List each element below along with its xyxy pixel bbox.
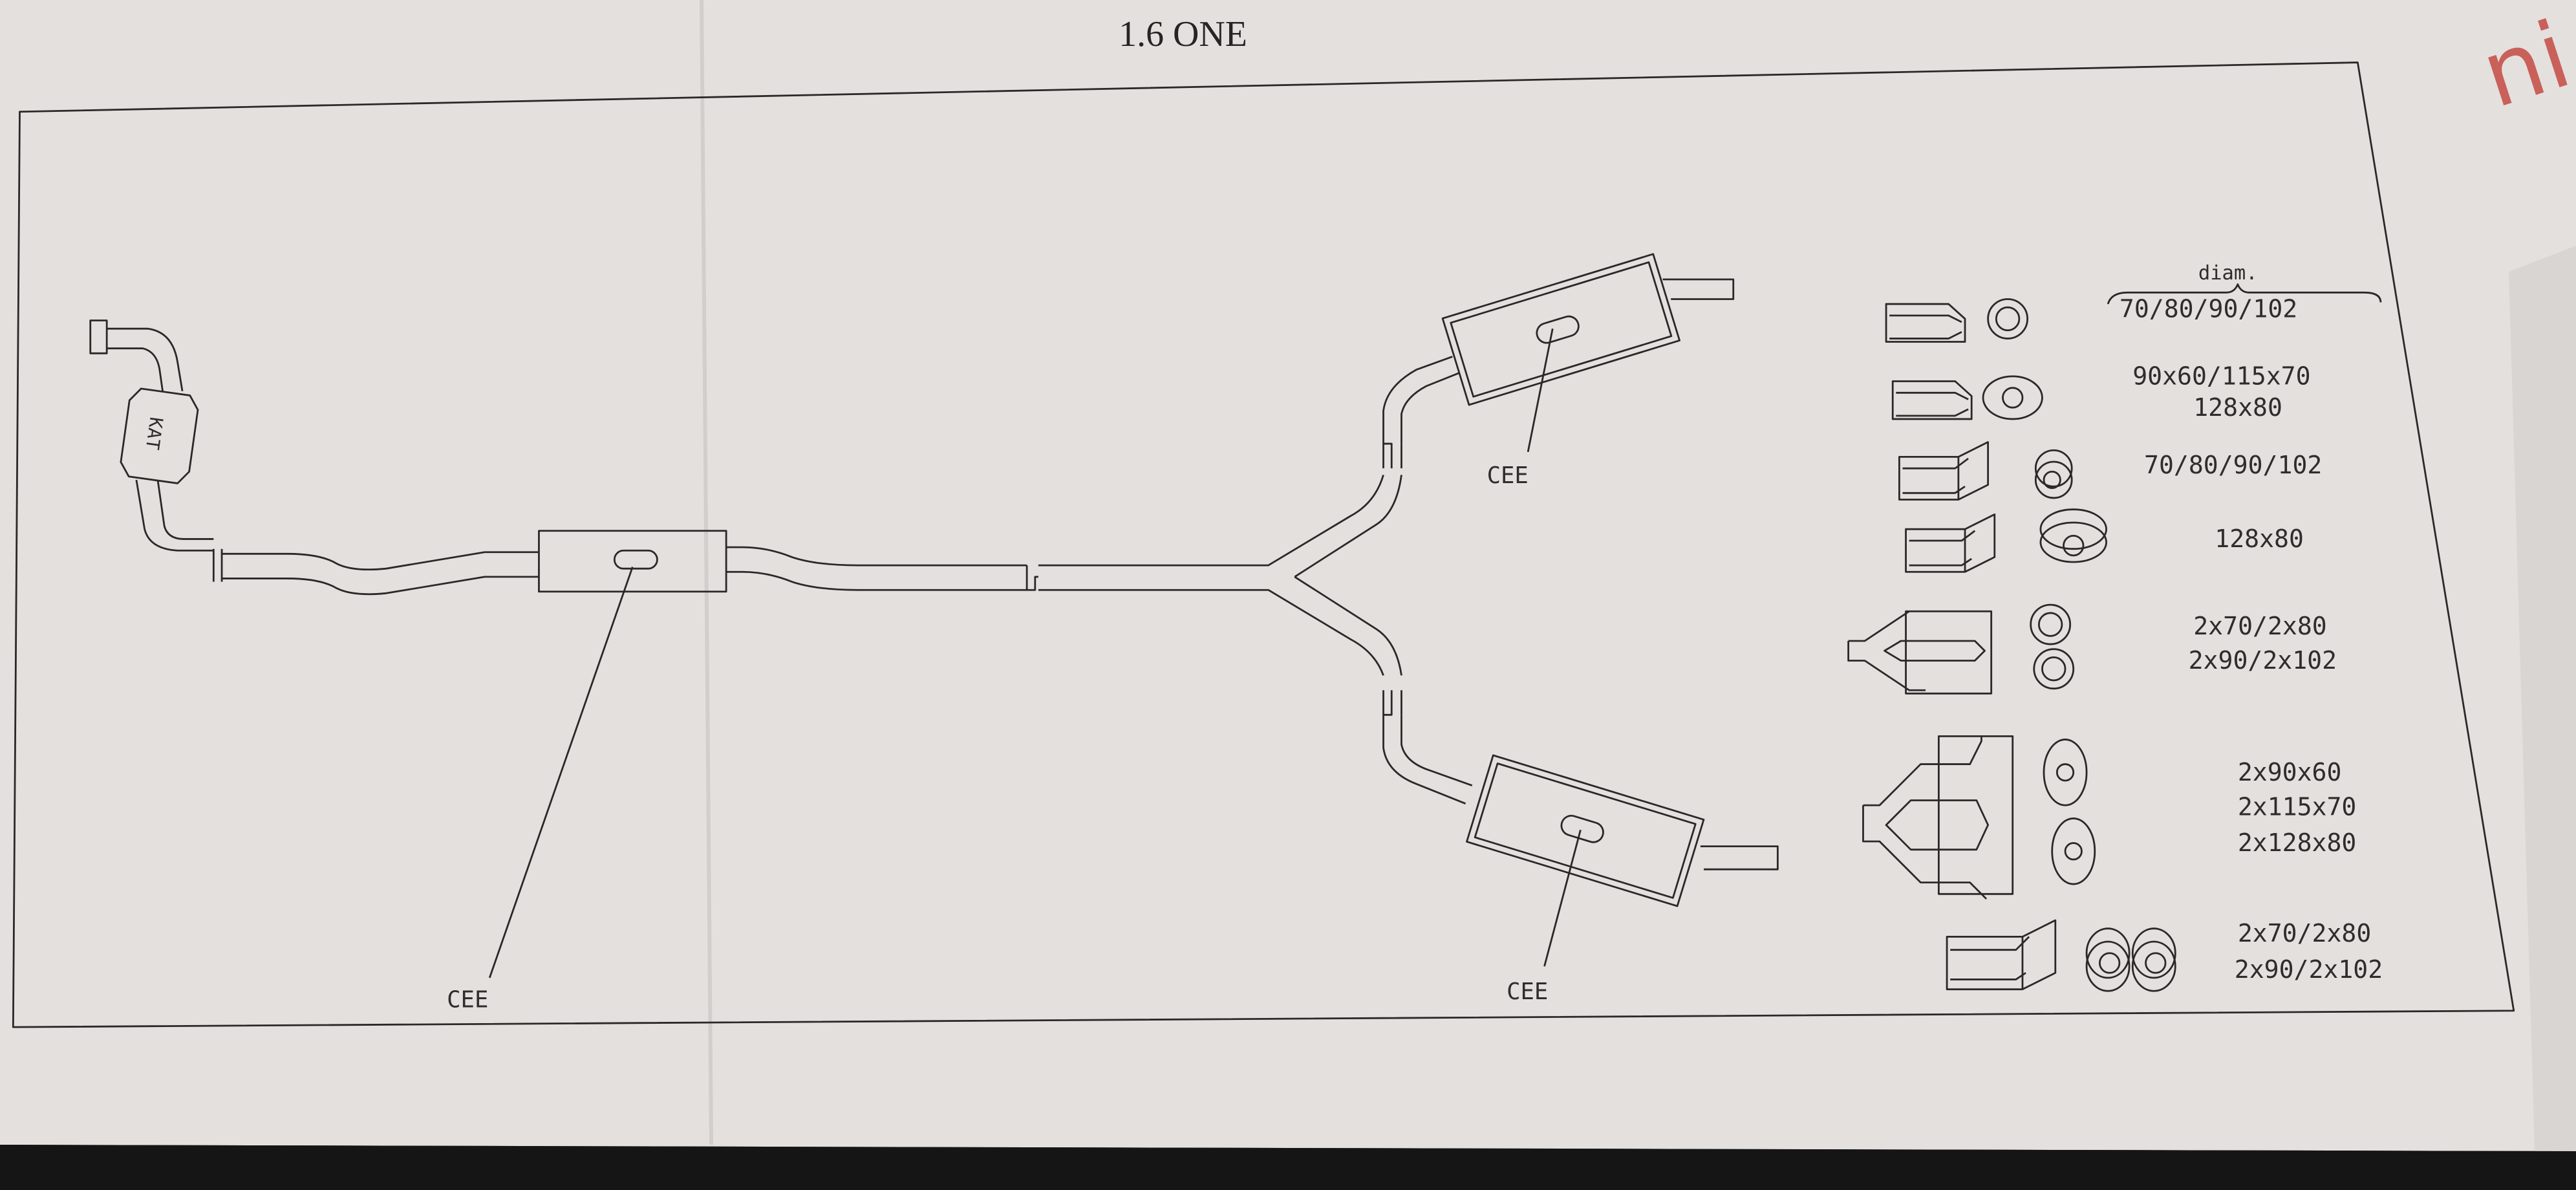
twin-angled-round-tip-icon [1946,919,2176,992]
cee-label-center: CEE [447,987,488,1013]
cee-leader-upper [1527,328,1554,453]
mid-pipe-front [222,551,539,596]
legend-row-1-line-1: 70/80/90/102 [2120,294,2297,323]
lower-branch-pipe [1382,715,1473,805]
single-oval-tip-icon [1891,375,2043,420]
cee-label-upper: CEE [1487,462,1529,489]
catalyst-label: KAT [142,416,167,451]
legend-row-7-line-2: 2x90/2x102 [2235,955,2383,984]
lower-tailpipe [1700,845,1779,871]
y-pipe [1038,474,1402,676]
exhaust-system-diagram: KAT [89,253,1779,1013]
legend-row-3-line-1: 70/80/90/102 [2144,451,2322,479]
diagram-frame [12,61,2515,1028]
legend-brace [2107,283,2382,305]
cee-leader-center [488,567,634,979]
joint-mid [1025,565,1038,591]
dual-oval-tip-icon [1862,735,2096,900]
paper-sheet [0,0,2576,1151]
upper-muffler-badge [1536,315,1580,344]
cee-leader-lower [1543,829,1582,967]
document-title: 1.6 ONE [1119,14,1247,54]
catalyst: KAT [120,387,199,484]
lower-muffler-badge [1560,814,1604,843]
right-paper-shadow [2509,246,2576,1151]
upper-rear-muffler [1441,253,1680,406]
inlet-pipe [107,327,184,391]
upper-tailpipe [1662,278,1735,300]
legend-header: diam. [2198,262,2258,285]
lower-rear-muffler [1466,754,1705,907]
dark-background [0,1145,2576,1190]
legend-row-6-line-2: 2x115x70 [2238,792,2357,821]
joint-lower [1382,690,1402,716]
cee-label-lower: CEE [1507,979,1548,1005]
tailpipe-legend: diam. 70/80/90/102 90x60/115x70 128x80 7… [1847,262,2383,992]
inlet-flange [89,319,108,354]
single-round-tip-icon [1885,298,2028,343]
legend-row-6-line-1: 2x90x60 [2238,758,2342,786]
legend-row-7-line-1: 2x70/2x80 [2238,919,2372,947]
legend-row-5-line-2: 2x90/2x102 [2189,646,2337,675]
front-pipe [135,479,214,552]
upper-branch-pipe [1382,356,1459,444]
legend-row-2-line-1: 90x60/115x70 [2132,362,2310,391]
center-muffler-badge [613,549,658,570]
paper-fold [700,0,713,1145]
joint-upper [1382,442,1402,469]
mid-pipe-rear [726,546,1027,591]
single-angled-round-tip-icon [1898,441,2073,501]
legend-row-5-line-1: 2x70/2x80 [2193,612,2327,640]
dual-round-tip-icon [1847,603,2075,695]
legend-row-4-line-1: 128x80 [2215,525,2304,553]
legend-row-2-line-2: 128x80 [2193,393,2282,422]
center-muffler [538,530,727,593]
legend-row-6-line-3: 2x128x80 [2238,828,2357,857]
single-angled-oval-tip-icon [1905,508,2107,573]
